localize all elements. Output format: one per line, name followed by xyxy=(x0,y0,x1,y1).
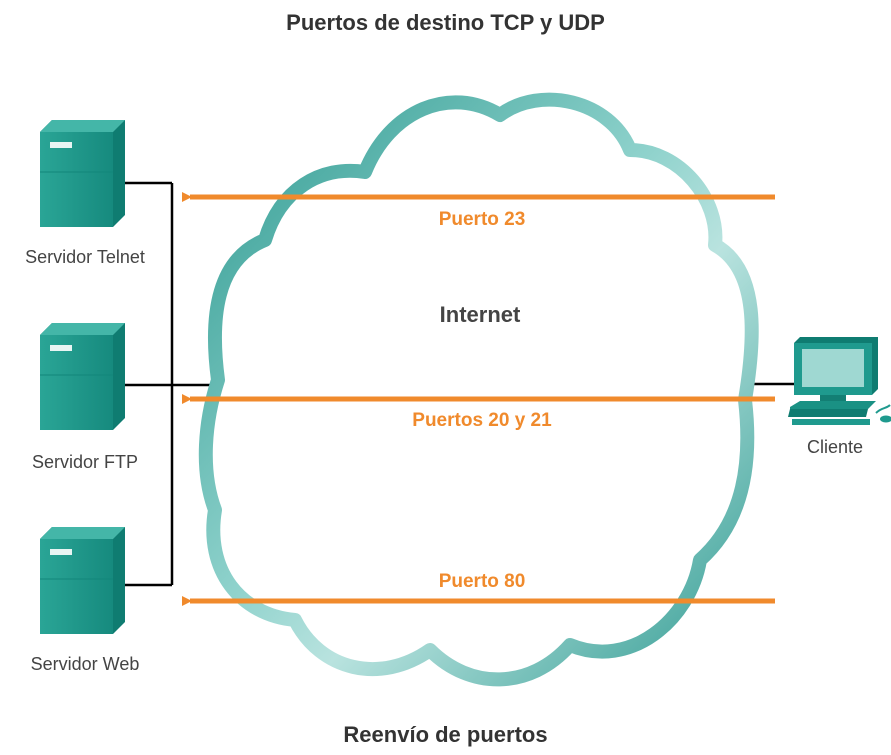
diagram-title: Puertos de destino TCP y UDP xyxy=(286,10,605,35)
cloud-label: Internet xyxy=(439,302,521,327)
server-label-ftp: Servidor FTP xyxy=(31,452,139,472)
server-icon xyxy=(40,323,125,430)
computer-icon xyxy=(788,337,891,425)
port-label-23: Puerto 23 xyxy=(438,209,526,230)
client-label: Cliente xyxy=(806,437,864,457)
diagram-footer: Reenvío de puertos xyxy=(343,722,548,747)
port-label-80: Puerto 80 xyxy=(438,571,526,592)
server-icon xyxy=(40,527,125,634)
network-wiring xyxy=(125,181,795,587)
port-label-20-21: Puertos 20 y 21 xyxy=(412,410,552,431)
server-icon xyxy=(40,120,125,227)
port-arrows xyxy=(182,192,775,606)
server-label-web: Servidor Web xyxy=(30,654,140,674)
server-label-telnet: Servidor Telnet xyxy=(25,247,145,267)
